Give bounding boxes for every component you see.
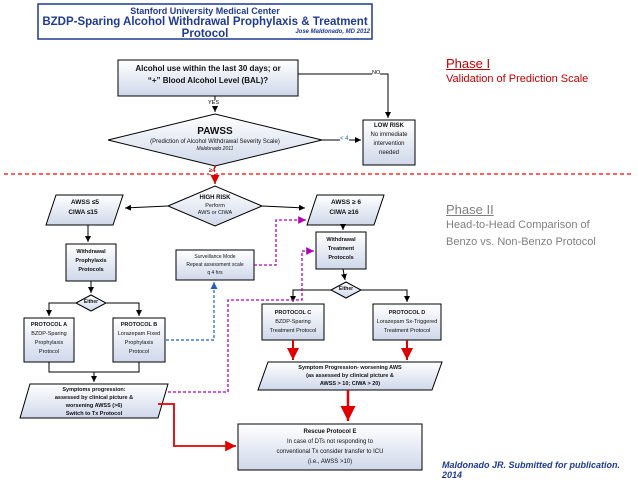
symptom-progression-left-box bbox=[19, 383, 169, 419]
alcohol-use-box bbox=[117, 59, 299, 97]
edge-to-awss-high bbox=[261, 204, 306, 211]
edge-b-to-symptoms bbox=[94, 362, 140, 373]
protocol-c-line3: Treatment Protocol bbox=[269, 328, 317, 334]
symptoms-left-line3: worsening AWSS (>6) bbox=[65, 403, 123, 409]
edge-ge4-label: ≥4 bbox=[209, 168, 216, 174]
edge-to-protocol-b bbox=[106, 302, 142, 316]
edge-to-protocol-a bbox=[46, 302, 76, 316]
protocol-a-line4: Protocol bbox=[38, 349, 60, 355]
rescue-line1: Rescue Protocol E bbox=[303, 429, 357, 435]
awss-high-line2: CIWA ≥16 bbox=[329, 209, 359, 216]
phase2-subtitle-line1: Head-to-Head Comparison of bbox=[446, 219, 590, 231]
header-author: Jose Maldonado, MD 2012 bbox=[295, 29, 370, 35]
prophylaxis-line1: Withdrawal bbox=[76, 249, 106, 255]
edge-to-surveillance bbox=[166, 282, 218, 341]
protocol-b-line1: PROTOCOL B bbox=[120, 322, 158, 328]
symptoms-left-line2: assessed by clinical picture & bbox=[54, 395, 134, 401]
edge-no-label: NO bbox=[372, 70, 381, 76]
rescue-line2: In case of DTs not responding to bbox=[286, 439, 374, 445]
awss-low-box bbox=[45, 194, 124, 226]
protocol-a-line2: BZDP-Sparing bbox=[31, 331, 67, 337]
protocol-a-box bbox=[23, 317, 75, 363]
protocol-b-line2: Lorazepam Fixed bbox=[117, 331, 161, 337]
header-box bbox=[37, 3, 373, 40]
awss-low-line2: CIWA ≤15 bbox=[68, 209, 98, 216]
pawss-credit: Maldonado 2011 bbox=[196, 146, 234, 152]
either-right-label: Either bbox=[338, 286, 354, 292]
phase2-label: Phase II bbox=[446, 202, 494, 217]
withdrawal-treatment-box bbox=[315, 231, 367, 270]
surveillance-line3: q 4 hrs bbox=[207, 270, 223, 276]
either-left-label: Either bbox=[83, 299, 99, 305]
edge-surveillance-to-awss-high bbox=[254, 216, 306, 266]
edge-to-protocol-c bbox=[290, 289, 331, 302]
awss-high-line1: AWSS ≥ 6 bbox=[331, 199, 361, 206]
protocol-b-line4: Protocol bbox=[128, 349, 150, 355]
awss-high-box bbox=[306, 194, 385, 226]
low-risk-line3: intervention bbox=[373, 141, 405, 147]
edge-yes-label: YES bbox=[208, 100, 220, 106]
surveillance-line2: Repeat assessment scale bbox=[186, 262, 244, 268]
rescue-box bbox=[237, 423, 423, 471]
symptoms-left-line1: Symptoms progression: bbox=[62, 387, 126, 393]
symptoms-left-line4: Switch to Tx Protocol bbox=[65, 411, 123, 417]
protocol-b-box bbox=[112, 317, 166, 363]
alcohol-use-line2: “+” Blood Alcohol Level (BAL)? bbox=[147, 76, 269, 85]
protocol-a-line3: Prophylaxis bbox=[34, 340, 64, 346]
prophylaxis-line2: Prophylaxis bbox=[75, 258, 107, 264]
protocol-d-line3: Treatment Protocol bbox=[383, 328, 431, 334]
protocol-d-line2: Lorazepam Sx-Triggered bbox=[376, 319, 438, 325]
protocol-c-line1: PROTOCOL C bbox=[274, 310, 312, 316]
protocol-d-line1: PROTOCOL D bbox=[388, 310, 426, 316]
header-title: BZDP-Sparing Alcohol Withdrawal Prophyla… bbox=[42, 16, 368, 40]
edge-no bbox=[298, 73, 391, 118]
pawss-title: PAWSS bbox=[197, 126, 233, 137]
edge-to-awss-low bbox=[124, 204, 169, 211]
edge-to-either-right bbox=[340, 268, 347, 281]
treatment-line1: Withdrawal bbox=[326, 237, 356, 243]
edge-a-to-symptoms bbox=[48, 362, 97, 382]
edge-to-protocol-d bbox=[361, 289, 410, 302]
protocol-c-line2: BZDP-Sparing bbox=[275, 319, 311, 325]
low-risk-line4: needed bbox=[378, 150, 400, 156]
header-institution: Stanford University Medical Center bbox=[130, 6, 280, 16]
low-risk-line2: No immediate bbox=[370, 132, 408, 138]
surveillance-line1: Surveillance Mode bbox=[194, 254, 236, 260]
symptoms-right-line3: AWSS > 10; CIWA > 20) bbox=[319, 381, 381, 387]
protocol-c-box bbox=[261, 303, 325, 341]
high-risk-line3: AWS or CIWA bbox=[197, 210, 233, 216]
phase1-label: Phase I bbox=[446, 56, 491, 71]
protocol-a-line1: PROTOCOL A bbox=[30, 322, 68, 328]
treatment-line2: Treatment bbox=[327, 246, 355, 252]
symptoms-right-line1: Symptom Progression- worsening AWS bbox=[298, 365, 402, 371]
phase1-subtitle: Validation of Prediction Scale bbox=[446, 73, 589, 85]
edge-symptoms-to-treatment bbox=[168, 247, 314, 393]
edge-symptoms-to-rescue bbox=[158, 403, 236, 452]
high-risk-line2: Perform bbox=[205, 203, 225, 209]
rescue-line4: (i.e., AWSS >10) bbox=[307, 459, 353, 465]
treatment-line3: Protocols bbox=[328, 255, 354, 261]
symptom-progression-right-box bbox=[257, 361, 443, 391]
alcohol-use-line1: Alcohol use within the last 30 days; or bbox=[135, 64, 281, 73]
high-risk-line1: HIGH RISK bbox=[199, 195, 231, 201]
footer-citation: Maldonado JR. Submitted for publication.… bbox=[442, 460, 620, 480]
symptoms-right-line2: (as assessed by clinical picture & bbox=[306, 373, 394, 379]
pawss-subtitle: (Prediction of Alcohol Withdrawal Severi… bbox=[150, 139, 280, 145]
edge-lt4-label: < 4 bbox=[340, 136, 349, 142]
surveillance-box bbox=[175, 249, 255, 281]
low-risk-box bbox=[362, 119, 416, 166]
rescue-line3: conventional Tx consider transfer to ICU bbox=[276, 449, 384, 455]
awss-low-line1: AWSS ≤5 bbox=[70, 199, 100, 206]
phase2-subtitle-line2: Benzo vs. Non-Benzo Protocol bbox=[446, 236, 596, 248]
low-risk-line1: LOW RISK bbox=[374, 123, 404, 129]
prophylaxis-line3: Protocols bbox=[78, 267, 104, 273]
protocol-b-line3: Prophylaxis bbox=[124, 340, 154, 346]
